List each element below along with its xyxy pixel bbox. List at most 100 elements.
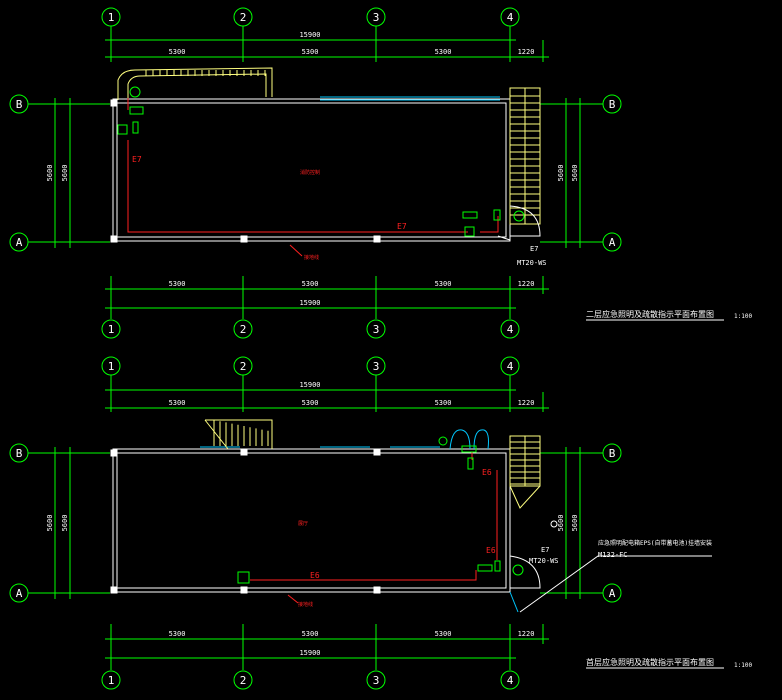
room-label: 消防控制 xyxy=(300,169,320,176)
plan-scale: 1:100 xyxy=(734,313,752,320)
bottom-axis-label-1: 1 xyxy=(108,323,115,336)
plan-scale: 1:100 xyxy=(734,662,752,669)
exit-sign-icon xyxy=(467,457,474,470)
row-label-a-left: A xyxy=(16,236,23,249)
upper-circuit xyxy=(127,98,499,233)
circuit-label-e6-bottom: E6 xyxy=(310,571,320,580)
plan-title: 首层应急照明及疏散指示平面布置图 xyxy=(586,657,714,667)
upper-bottom-dims xyxy=(101,276,549,339)
exit-sign-icon xyxy=(494,560,501,572)
upper-windows xyxy=(320,96,500,101)
plan-title: 二层应急照明及疏散指示平面布置图 xyxy=(586,309,714,319)
emergency-light-icon xyxy=(237,571,250,584)
row-label-a-right: A xyxy=(609,587,616,600)
bottom-axis-label-3: 3 xyxy=(373,674,380,687)
bottom-dim-span-1: 5300 xyxy=(169,630,186,638)
panel-note: 应急照明配电箱EPS(自带蓄电池)挂墙安装 xyxy=(598,539,712,547)
dim-span-1: 5300 xyxy=(169,48,186,56)
circuit-label-e6-right: E6 xyxy=(486,546,496,555)
door-label: MT20-WS xyxy=(529,557,559,565)
exit-sign-icon xyxy=(493,209,501,221)
bottom-dim-span-3: 5300 xyxy=(435,630,452,638)
row-label-b-left: B xyxy=(16,98,23,111)
bottom-axis-label-2: 2 xyxy=(240,674,247,687)
door-circuit-label: E7 xyxy=(530,245,538,253)
circuit-label-e6-top: E6 xyxy=(482,468,492,477)
axis-label-3: 3 xyxy=(373,360,380,373)
side-dim-left-2: 5600 xyxy=(61,165,69,182)
emergency-light-icon xyxy=(512,564,524,576)
axis-label-3: 3 xyxy=(373,11,380,24)
axis-label-4: 4 xyxy=(507,11,514,24)
lower-plan: 1 2 3 4 15900 5300 5300 5300 1220 B A B … xyxy=(9,356,752,690)
bottom-dim-overall: 15900 xyxy=(299,299,320,307)
dim-span-2: 5300 xyxy=(302,399,319,407)
circuit-label-e7-bottom: E7 xyxy=(397,222,407,231)
row-label-a-left: A xyxy=(16,587,23,600)
exit-sign-icon xyxy=(462,211,478,219)
room-label: 展厅 xyxy=(298,521,308,527)
dim-span-2: 5300 xyxy=(302,48,319,56)
side-dim-left-1: 5600 xyxy=(46,515,54,532)
row-label-b-right: B xyxy=(609,447,616,460)
side-dim-right-2: 5600 xyxy=(571,165,579,182)
emergency-light-icon xyxy=(117,124,128,135)
lower-windows xyxy=(200,429,489,450)
lower-fixtures xyxy=(237,436,524,584)
upper-top-dims: 15900 5300 5300 5300 1220 xyxy=(169,31,535,56)
lower-circuit xyxy=(250,452,498,581)
callout-label: 接地线 xyxy=(298,601,313,608)
axis-label-2: 2 xyxy=(240,360,247,373)
exit-sign-icon xyxy=(477,564,493,572)
axis-label-1: 1 xyxy=(108,360,115,373)
circuit-label-e7-left: E7 xyxy=(132,155,142,164)
bottom-dim-overall: 15900 xyxy=(299,649,320,657)
dim-span-3: 5300 xyxy=(435,48,452,56)
row-label-b-right: B xyxy=(609,98,616,111)
panel-code: M132-FC xyxy=(598,551,628,559)
side-dim-right-1: 5600 xyxy=(557,165,565,182)
side-dim-left-1: 5600 xyxy=(46,165,54,182)
row-label-b-left: B xyxy=(16,447,23,460)
lower-stair-left xyxy=(204,419,273,450)
bottom-axis-label-2: 2 xyxy=(240,323,247,336)
bottom-dim-span-2: 5300 xyxy=(302,280,319,288)
door-circuit-label: E7 xyxy=(541,546,549,554)
bottom-dim-span-4: 1220 xyxy=(518,280,535,288)
bottom-axis-label-1: 1 xyxy=(108,674,115,687)
evac-indicator-icon xyxy=(129,106,144,115)
upper-row-bubbles xyxy=(9,94,622,252)
bottom-dim-span-4: 1220 xyxy=(518,630,535,638)
upper-stair-left xyxy=(117,67,273,100)
upper-top-axis-bubbles xyxy=(101,7,549,62)
upper-fixtures xyxy=(117,86,525,237)
lower-stair-right xyxy=(509,435,541,509)
dim-span-4: 1220 xyxy=(518,48,535,56)
bottom-dim-span-3: 5300 xyxy=(435,280,452,288)
dim-overall: 15900 xyxy=(299,31,320,39)
side-dim-left-2: 5600 xyxy=(61,515,69,532)
side-dim-right-1: 5600 xyxy=(557,515,565,532)
side-dim-right-2: 5600 xyxy=(571,515,579,532)
bottom-dim-span-1: 5300 xyxy=(169,280,186,288)
door-label: MT20-WS xyxy=(517,259,547,267)
bottom-axis-label-3: 3 xyxy=(373,323,380,336)
bottom-axis-label-4: 4 xyxy=(507,323,514,336)
emergency-light-icon xyxy=(513,210,525,222)
lower-walls xyxy=(110,448,511,594)
dim-overall: 15900 xyxy=(299,381,320,389)
exit-sign-icon xyxy=(461,445,477,453)
callout-label: 接地线 xyxy=(304,254,319,261)
upper-top-axis-labels: 1 2 3 4 xyxy=(108,11,514,24)
axis-label-4: 4 xyxy=(507,360,514,373)
emergency-light-icon xyxy=(464,226,475,237)
row-label-a-right: A xyxy=(609,236,616,249)
emergency-light-icon xyxy=(438,436,448,446)
upper-stair-right xyxy=(509,87,541,225)
dim-span-1: 5300 xyxy=(169,399,186,407)
bottom-axis-label-4: 4 xyxy=(507,674,514,687)
dim-span-4: 1220 xyxy=(518,399,535,407)
axis-label-1: 1 xyxy=(108,11,115,24)
axis-label-2: 2 xyxy=(240,11,247,24)
